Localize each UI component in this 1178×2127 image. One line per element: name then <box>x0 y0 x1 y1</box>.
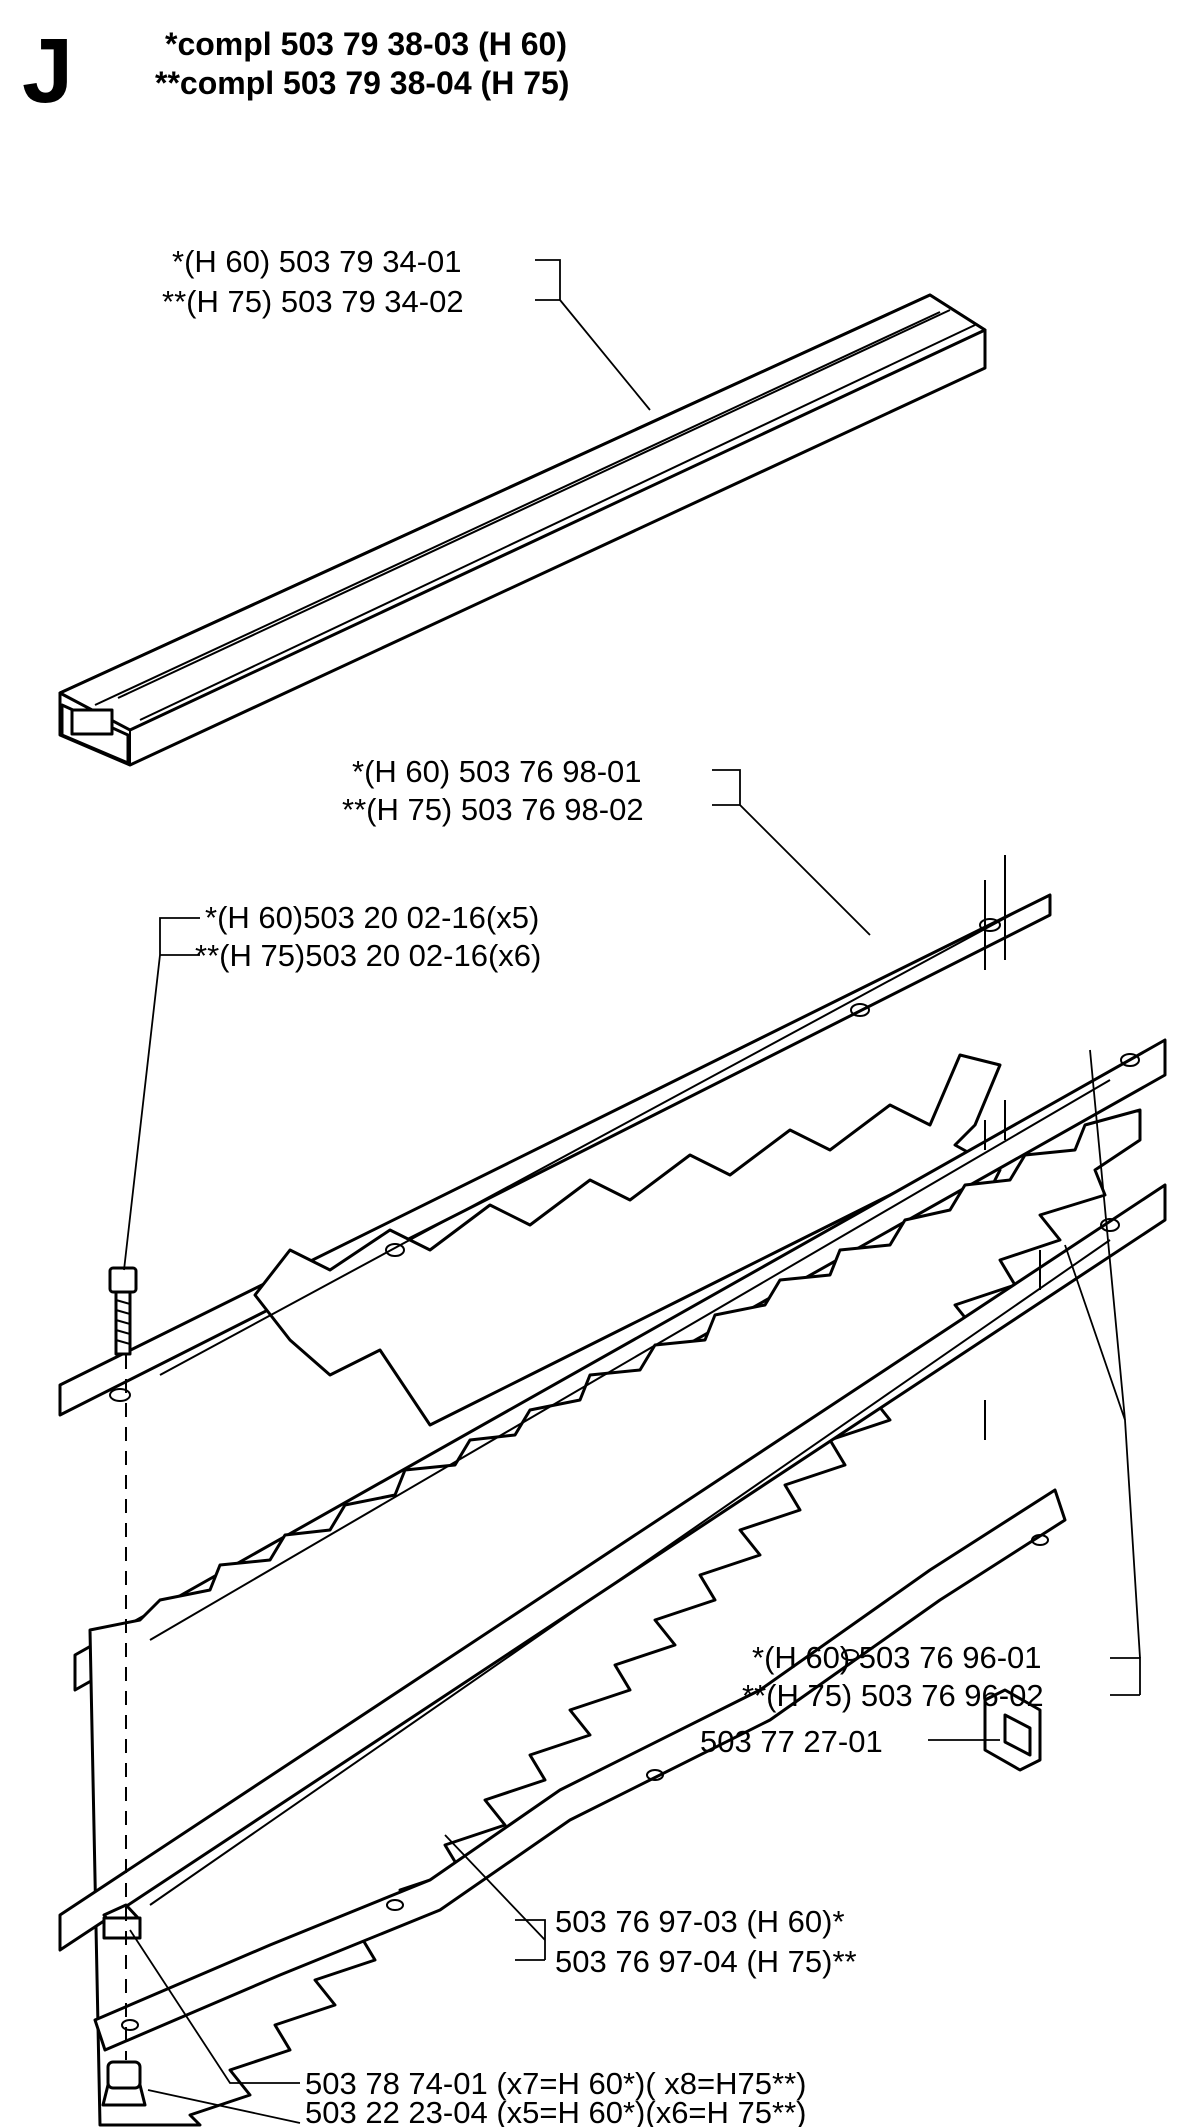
header-line-1: *compl 503 79 38-03 (H 60) <box>165 26 567 62</box>
support-bar-callout-h75: 503 76 97-04 (H 75)** <box>555 1944 857 1979</box>
screw-callout-h75: **(H 75)503 20 02-16(x6) <box>195 938 541 973</box>
support-bar <box>93 1488 1067 2052</box>
square-nut-callout: 503 78 74-01 (x7=H 60*)( x8=H75**) <box>305 2066 806 2101</box>
cap-nut-callout: 503 22 23-04 (x5=H 60*)(x6=H 75**) <box>305 2095 806 2127</box>
upper-blade-callout-h60: *(H 60) 503 76 98-01 <box>352 754 642 789</box>
fastener-axis-lines <box>125 855 1041 2060</box>
clip <box>983 1688 1042 1772</box>
upper-blade-callout-h75: **(H 75) 503 76 98-02 <box>342 792 644 827</box>
clip-callout: 503 77 27-01 <box>700 1724 883 1759</box>
upper-blade <box>58 893 1052 1427</box>
section-letter: J <box>22 20 73 122</box>
screw-callout-h60: *(H 60)503 20 02-16(x5) <box>205 900 539 935</box>
guide-bar-callout-h60: *(H 60) 503 79 34-01 <box>172 244 462 279</box>
header-line-2: **compl 503 79 38-04 (H 75) <box>155 65 569 101</box>
support-bar-callout-h60: 503 76 97-03 (H 60)* <box>555 1904 845 1939</box>
guide-bar-callout-h75: **(H 75) 503 79 34-02 <box>162 284 464 319</box>
leader-lines <box>123 259 1141 2124</box>
screw <box>108 1266 138 1356</box>
guide-bar <box>58 293 987 767</box>
lower-blades-callout-h75: **(H 75) 503 76 96-02 <box>742 1678 1044 1713</box>
lower-blades-callout-h60: *(H 60) 503 76 96-01 <box>752 1640 1042 1675</box>
cap-nut <box>101 2060 147 2107</box>
lower-blade <box>58 1183 1167 1952</box>
